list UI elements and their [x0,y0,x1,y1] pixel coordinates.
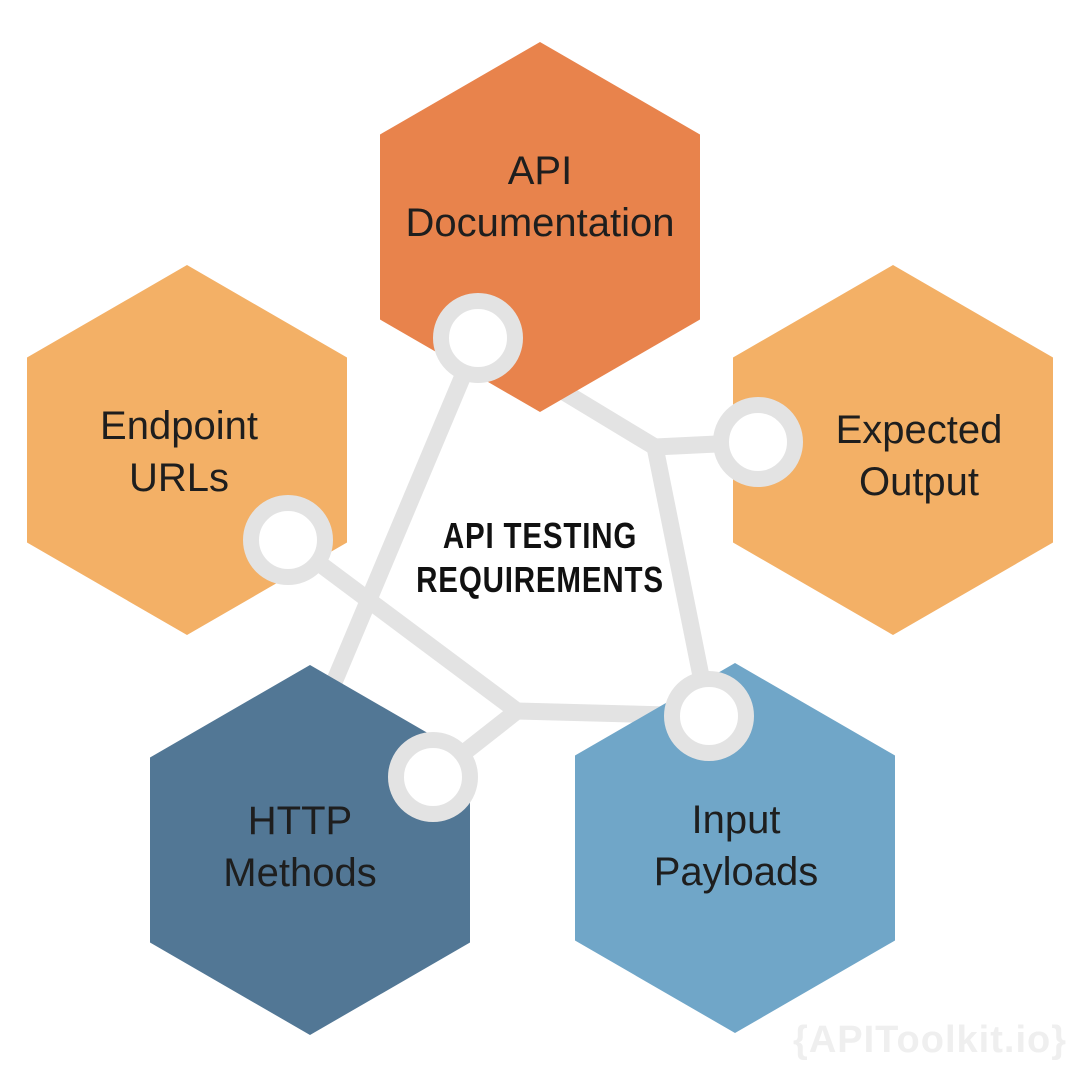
hex-expected-output-label: Expected Output [836,404,1003,508]
watermark-apitoolkit: {APIToolkit.io} [793,1019,1067,1061]
hex-label-line1: API [507,149,573,193]
hex-label-line2: URLs [128,456,229,500]
hex-label-line2: Methods [223,851,377,895]
hex-input-payloads-label: Input Payloads [654,794,819,898]
hex-label-line2: Documentation [405,201,675,245]
hex-label-line2: Output [858,460,980,504]
hex-label-line1: Input [691,798,781,842]
hex-endpoint-urls-label: Endpoint URLs [100,400,258,504]
hex-label-line1: HTTP [247,799,353,843]
diagram-title: API TESTING REQUIREMENTS [376,514,704,602]
diagram-title-line2: REQUIREMENTS [416,559,664,600]
hex-http-methods: HTTP Methods [150,665,470,1035]
hex-label-line1: Endpoint [100,404,258,448]
hex-label-line2: Payloads [653,850,819,894]
hex-api-documentation-label: API Documentation [405,145,674,249]
hex-http-methods-label: HTTP Methods [223,795,376,899]
hex-label-line1: Expected [835,408,1003,452]
diagram-title-line1: API TESTING [442,515,638,556]
